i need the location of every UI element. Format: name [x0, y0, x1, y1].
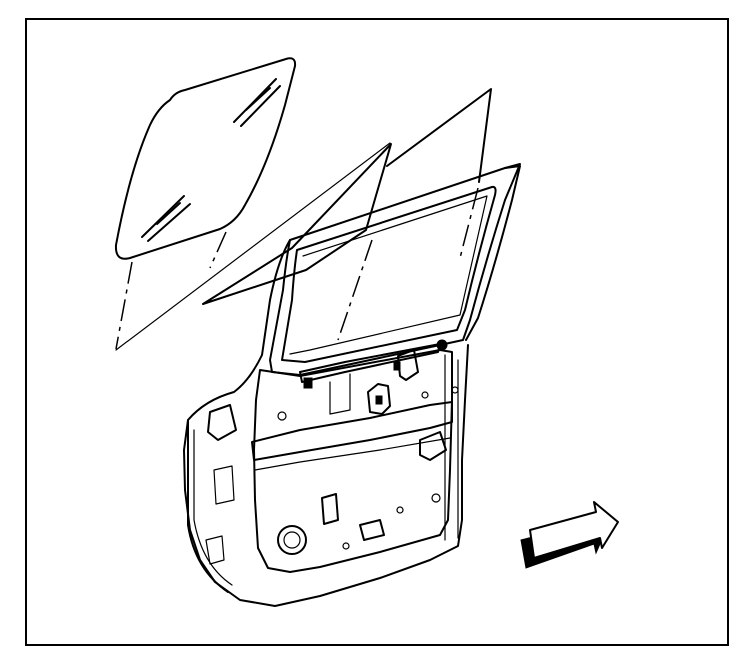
frame-border: [25, 18, 729, 646]
window-glass-icon: [114, 57, 297, 350]
arrow-right-icon: [520, 501, 619, 569]
vehicle-door-frame-icon: [183, 163, 521, 607]
glass-sheet-icon: [115, 142, 392, 351]
rear-glass-sheet-icon: [337, 88, 492, 341]
